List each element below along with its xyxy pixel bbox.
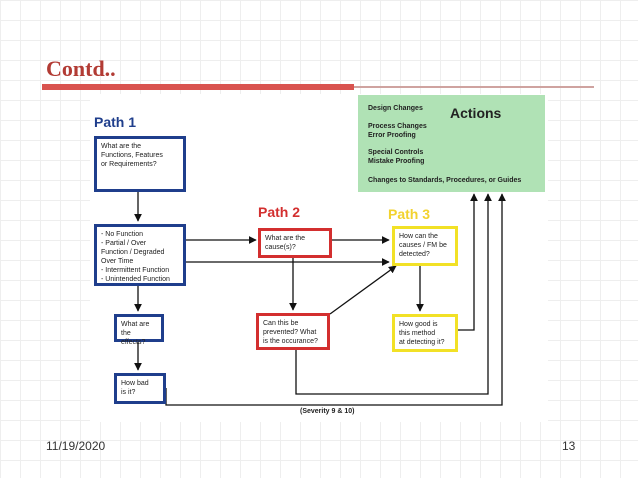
connector-lines (134, 192, 506, 406)
actions-panel: Actions Design Changes Process Changes E… (358, 95, 545, 192)
arrow-prevented-to-actions (295, 193, 492, 395)
how-good-box: How good is this method at detecting it? (392, 314, 458, 352)
how-bad-box: How bad is it? (114, 373, 166, 404)
fmea-flow-diagram: Actions Design Changes Process Changes E… (90, 94, 548, 422)
functions-box: What are the Functions, Features or Requ… (94, 136, 186, 192)
slide-date: 11/19/2020 (46, 439, 106, 453)
path-3-label: Path 3 (388, 206, 431, 222)
slide-title: Contd.. (46, 56, 116, 81)
action-item-design-changes: Design Changes (368, 105, 423, 112)
detected-box: How can the causes / FM be detected? (392, 226, 458, 266)
action-item-special-controls: Special Controls Mistake Proofing (368, 149, 425, 165)
arrow-prevented-to-detected (329, 265, 397, 315)
causes-box: What are the cause(s)? (258, 228, 332, 258)
title-underline (42, 84, 354, 90)
path-2-label: Path 2 (258, 204, 301, 220)
arrow-how-bad-to-actions (165, 193, 506, 406)
path-1-label: Path 1 (94, 114, 137, 130)
action-item-process-changes: Process Changes Error Proofing (368, 123, 427, 139)
effects-box: What are the effects? (114, 314, 164, 346)
severity-note: (Severity 9 & 10) (300, 408, 355, 415)
title-underline-thin (354, 86, 594, 88)
failure-modes-box: - No Function - Partial / Over Function … (94, 224, 186, 286)
prevented-box: Can this be prevented? What is the occur… (256, 313, 330, 350)
action-item-standards: Changes to Standards, Procedures, or Gui… (368, 177, 522, 184)
arrow-how-good-to-actions (458, 193, 478, 331)
actions-title: Actions (450, 105, 502, 121)
slide-page-number: 13 (562, 439, 576, 453)
